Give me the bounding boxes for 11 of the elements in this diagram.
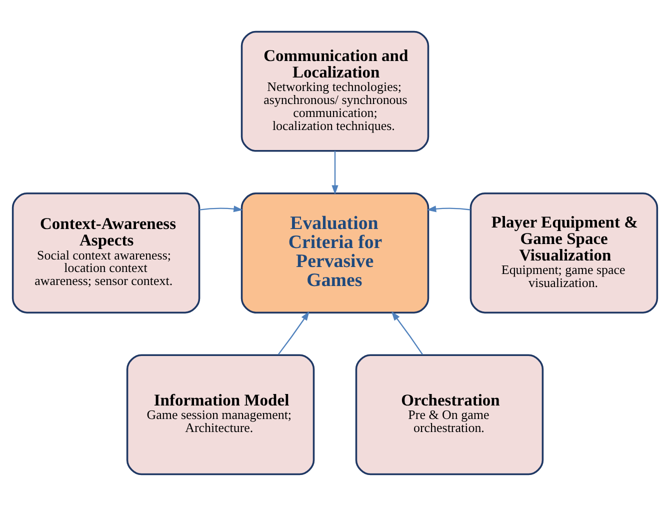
arrow — [332, 150, 338, 194]
node-box: Context-Awareness Aspects Social context awareness; location context awareness; sensor context. — [12, 192, 200, 313]
arrow — [391, 310, 424, 354]
node-box: Evaluation Criteria for Pervasive Games — [240, 192, 430, 313]
node-box: Communication and Localization Networking technologies; asynchronous/ synchronous communication; localization techniques. — [240, 30, 430, 152]
node-box: Player Equipment & Game Space Visualization Equipment; game space visualization. — [470, 192, 658, 313]
node-box: Information Model Game session management; Architecture. — [126, 354, 315, 475]
node-box: Orchestration Pre & On game orchestration. — [355, 354, 544, 475]
arrow — [278, 310, 310, 354]
arrow — [199, 205, 244, 212]
arrow — [426, 205, 470, 212]
